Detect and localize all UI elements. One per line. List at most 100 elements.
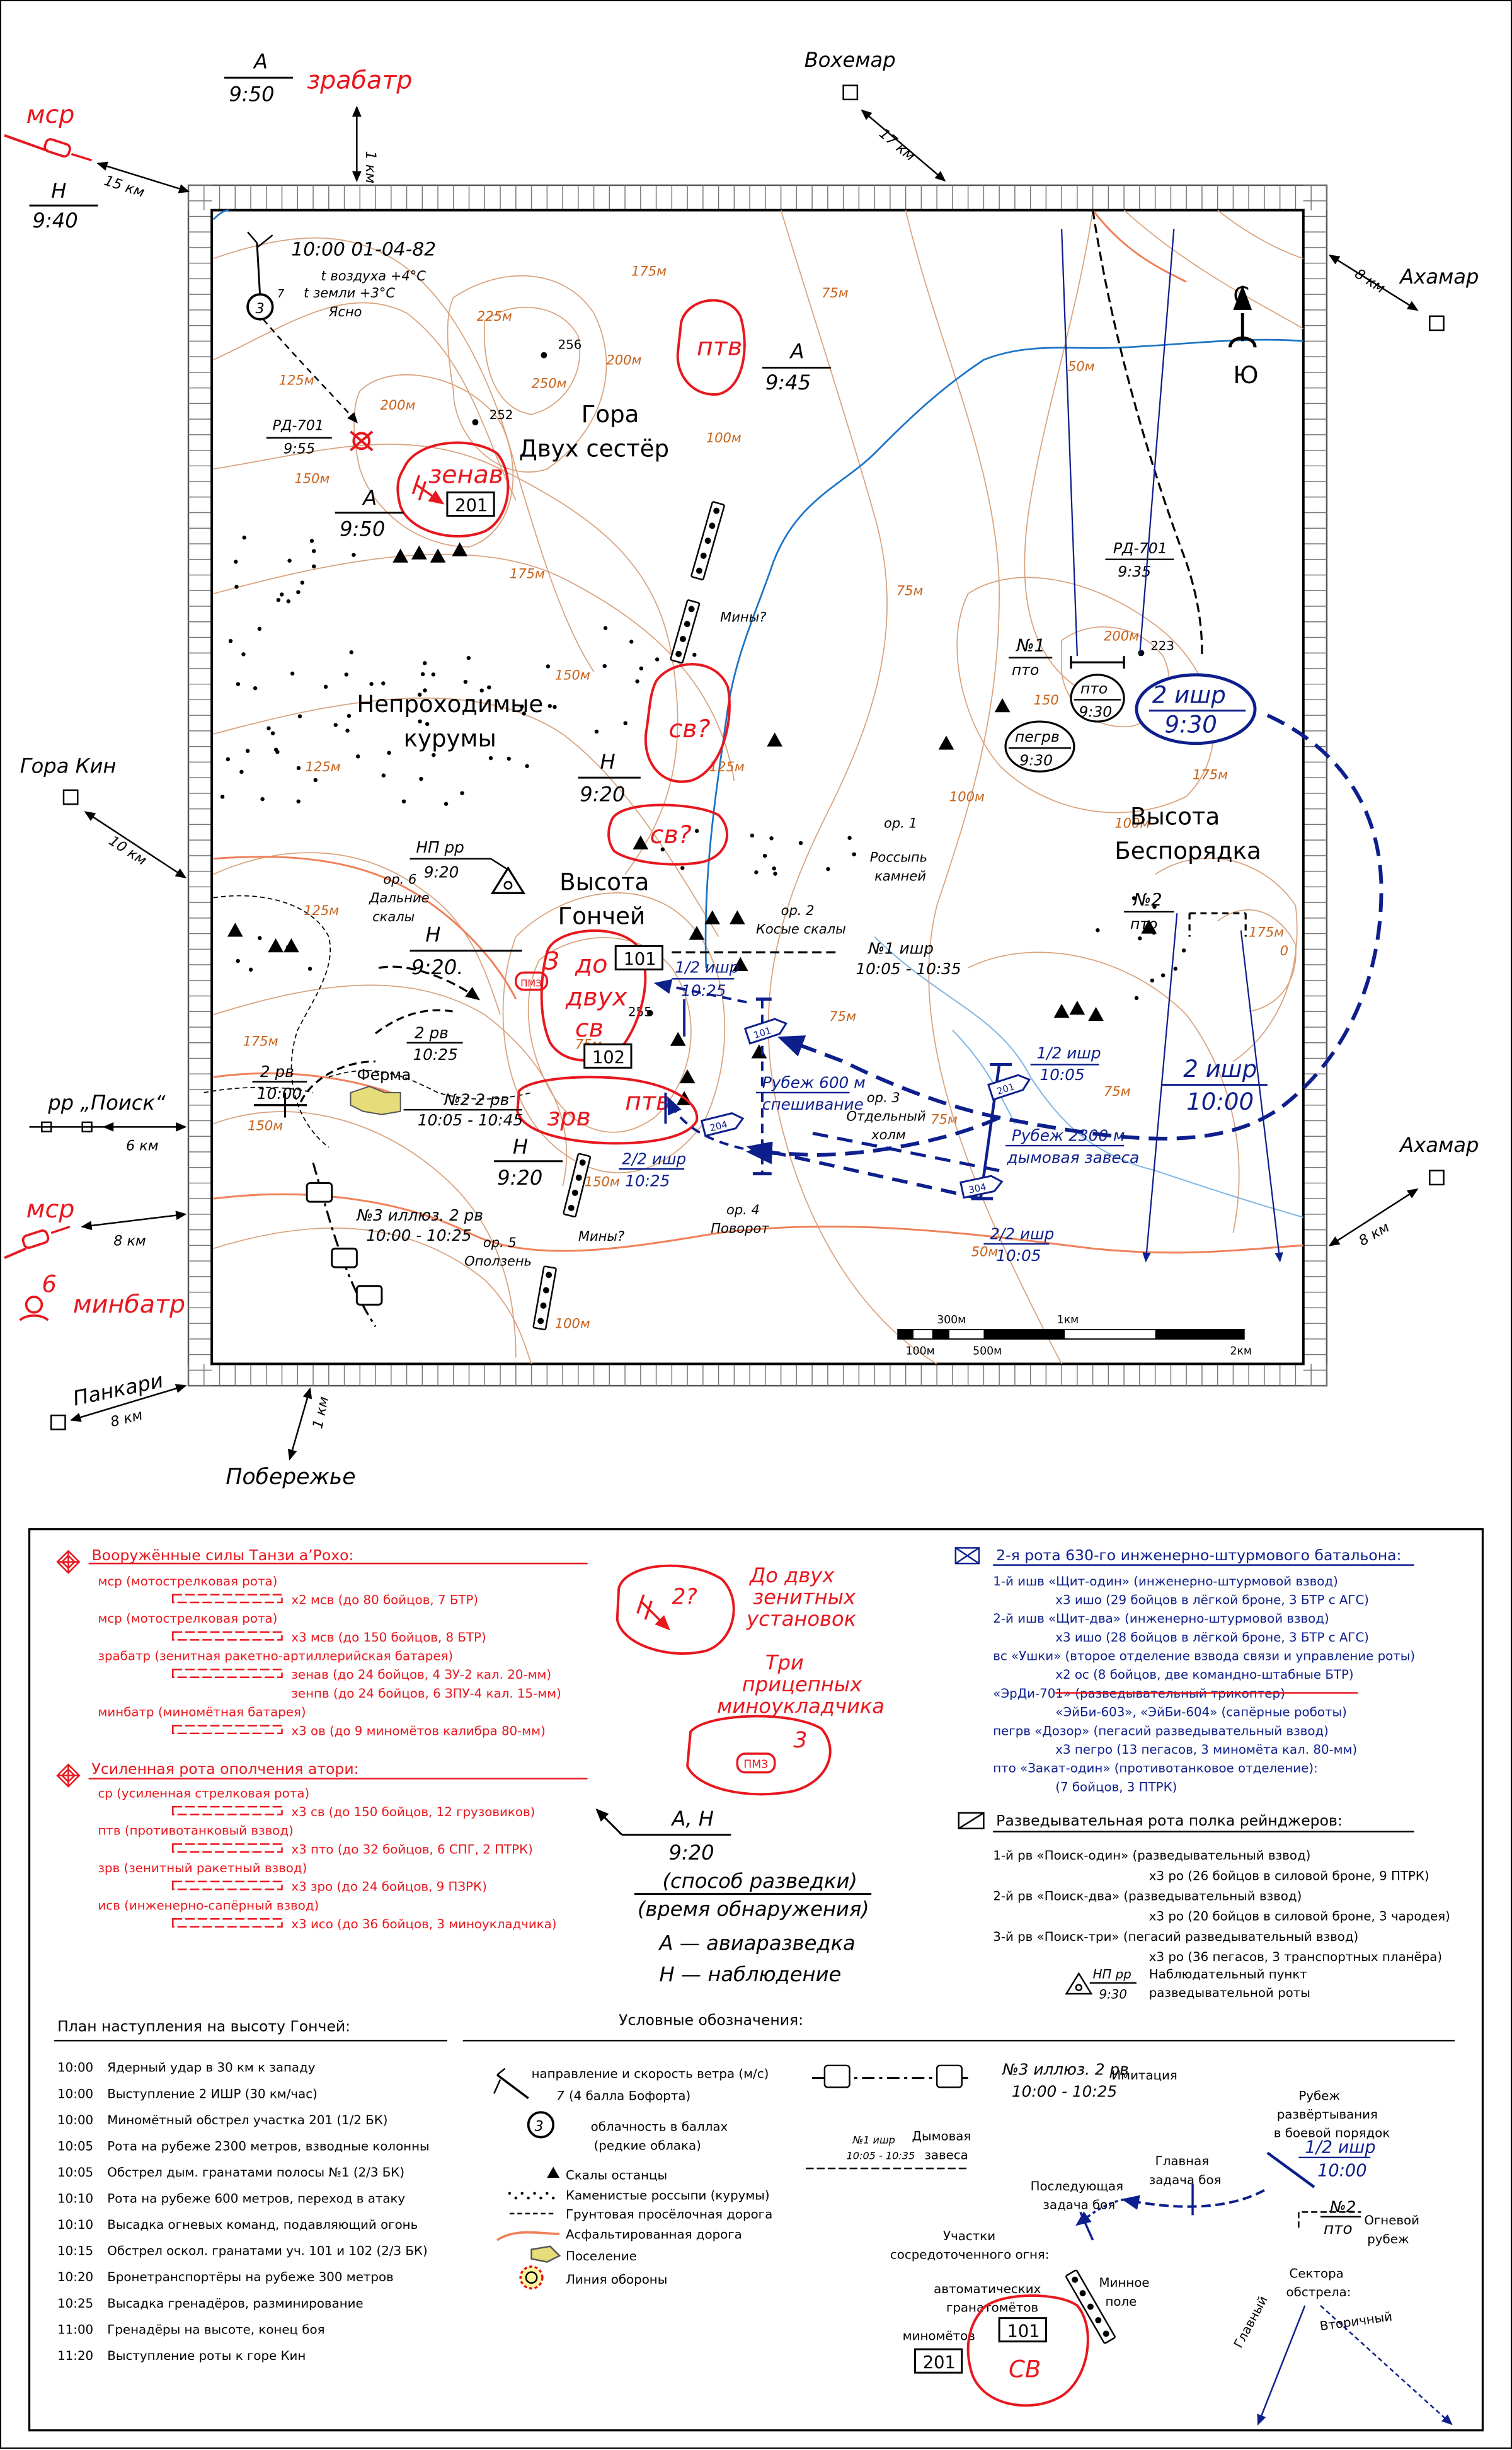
svg-text:мср (мотострелковая рота): мср (мотострелковая рота)	[98, 1574, 277, 1589]
svg-text:х3 пегро (13 пегасов, 3 миномё: х3 пегро (13 пегасов, 3 миномёта кал. 80…	[1055, 1742, 1357, 1757]
svg-text:облачность в баллах: облачность в баллах	[591, 2120, 728, 2134]
svg-text:зенитных: зенитных	[753, 1585, 856, 1609]
svg-text:х2 ос (8 бойцов, две командно-: х2 ос (8 бойцов, две командно-штабные БТ…	[1055, 1667, 1353, 1682]
svg-text:исв (инженерно-сапёрный взвод): исв (инженерно-сапёрный взвод)	[98, 1898, 319, 1912]
friendly-lines	[253, 210, 1247, 1327]
svg-text:мср: мср	[26, 100, 75, 129]
map-frame	[187, 184, 1328, 1387]
svg-text:10:10: 10:10	[57, 2192, 93, 2206]
svg-text:300м: 300м	[937, 1314, 966, 1326]
svg-text:50м: 50м	[971, 1244, 999, 1260]
svg-text:150м: 150м	[248, 1117, 283, 1133]
label-kurumy: курумы	[404, 725, 496, 752]
svg-text:175м: 175м	[243, 1033, 278, 1049]
svg-text:125м: 125м	[304, 902, 339, 918]
outside-references: мср Н 9:40 15 км А 9:50 зрабатр 1 км Вох…	[4, 48, 1479, 1490]
svg-text:х3 мсв (до 150 бойцов, 8 БТР): х3 мсв (до 150 бойцов, 8 БТР)	[291, 1630, 486, 1645]
svg-text:х3 исо (до 36 бойцов, 3 миноук: х3 исо (до 36 бойцов, 3 миноукладчика)	[291, 1917, 556, 1931]
svg-text:Рота на рубеже 2300 метров, вз: Рота на рубеже 2300 метров, взводные кол…	[107, 2139, 429, 2153]
svg-text:установок: установок	[746, 1607, 857, 1631]
dirt-roads	[203, 895, 532, 1148]
svg-text:рр „Поиск“: рр „Поиск“	[47, 1091, 166, 1115]
svg-text:№2: №2	[1329, 2197, 1356, 2216]
svg-text:10:05 - 10:35: 10:05 - 10:35	[856, 960, 961, 978]
svg-text:Ю: Ю	[1233, 362, 1258, 389]
svg-text:10:25: 10:25	[57, 2296, 93, 2311]
svg-text:Ахамар: Ахамар	[1399, 265, 1479, 289]
height-252: 252	[490, 408, 513, 422]
svg-text:Высадка гренадёров, разминиров: Высадка гренадёров, разминирование	[107, 2296, 363, 2311]
svg-text:175м: 175м	[1193, 767, 1228, 783]
svg-text:№3 иллюз. 2 рв: №3 иллюз. 2 рв	[1001, 2061, 1129, 2079]
svg-text:План наступления на высоту Гон: План наступления на высоту Гончей:	[57, 2017, 350, 2035]
svg-text:101: 101	[1007, 2321, 1040, 2341]
area-boxes: 201 101 102	[446, 491, 663, 1069]
svg-text:200м: 200м	[1104, 628, 1139, 643]
svg-text:2-й ишв «Щит-два» (инженерно-ш: 2-й ишв «Щит-два» (инженерно-штурмовой в…	[993, 1611, 1329, 1626]
svg-text:№1 ишр: №1 ишр	[867, 940, 934, 958]
settlement-icon	[350, 1085, 401, 1115]
svg-text:А, Н: А, Н	[670, 1807, 714, 1831]
svg-text:1/2 ишр: 1/2 ишр	[1305, 2137, 1375, 2157]
attack-plan: План наступления на высоту Гончей: 10:00…	[54, 2017, 447, 2363]
zenav-label: зенав	[428, 461, 503, 490]
svg-text:Рубеж: Рубеж	[1298, 2088, 1340, 2103]
svg-text:9:20: 9:20	[580, 782, 625, 806]
axamar-top-ref: Ахамар 8 км	[1328, 254, 1479, 331]
svg-text:пто: пто	[1324, 2219, 1353, 2238]
svg-text:ор. 2: ор. 2	[781, 902, 815, 918]
svg-text:Выступление роты к горе Кин: Выступление роты к горе Кин	[107, 2349, 306, 2363]
svg-text:Разведывательная рота полка ре: Разведывательная рота полка рейнджеров:	[996, 1812, 1343, 1829]
svg-text:поле: поле	[1105, 2294, 1137, 2309]
svg-text:Главная: Главная	[1155, 2154, 1209, 2168]
svg-text:ср (усиленная стрелковая рота): ср (усиленная стрелковая рота)	[98, 1786, 309, 1800]
poberezhye-ref: Побережье 1 км	[226, 1387, 356, 1490]
svg-text:Минное: Минное	[1099, 2275, 1150, 2290]
zenav-icon	[411, 474, 445, 505]
svg-text:10:10: 10:10	[57, 2217, 93, 2232]
svg-text:8 км: 8 км	[109, 1406, 144, 1430]
svg-text:100м: 100м	[906, 1345, 935, 1358]
svg-text:задача боя: задача боя	[1149, 2173, 1222, 2187]
svg-text:Высадка огневых команд, подавл: Высадка огневых команд, подавляющий огон…	[107, 2217, 418, 2232]
svg-text:направление и скорость ветра (: направление и скорость ветра (м/с)	[532, 2067, 769, 2081]
svg-text:Н: Н	[51, 179, 66, 203]
legend-middle: 2? До двух зенитных установок Три прицеп…	[595, 1563, 885, 1986]
svg-text:Рота на рубеже 600 метров, пер: Рота на рубеже 600 метров, переход в ата…	[107, 2192, 405, 2206]
svg-text:Бронетранспортёры на рубеже 30: Бронетранспортёры на рубеже 300 метров	[107, 2270, 393, 2284]
svg-text:пегрв «Дозор» (пегасий разведы: пегрв «Дозор» (пегасий разведывательный …	[993, 1723, 1329, 1738]
svg-text:обстрела:: обстрела:	[1286, 2285, 1351, 2299]
svg-text:НП рр: НП рр	[416, 838, 464, 856]
svg-text:Скалы останцы: Скалы останцы	[566, 2168, 667, 2182]
svg-text:75м: 75м	[1104, 1083, 1131, 1099]
blue-labels: 2 ишр 9:30 2 ишр 10:00 1/2 ишр 10:25 1/2…	[619, 673, 1268, 1265]
svg-text:1/2 ишр: 1/2 ишр	[1037, 1044, 1101, 1062]
sv-label: св	[575, 1014, 604, 1043]
ptv2-label: птв	[625, 1087, 670, 1116]
observation-post-icon	[490, 858, 526, 894]
svg-text:Условные обозначения:: Условные обозначения:	[619, 2011, 803, 2028]
svg-text:Н — наблюдение: Н — наблюдение	[660, 1962, 842, 1986]
svg-text:СВ: СВ	[1009, 2356, 1041, 2383]
svg-text:х3 ро (36 пегасов, 3 транспорт: х3 ро (36 пегасов, 3 транспортных планёр…	[1149, 1950, 1442, 1964]
svg-text:РД-701: РД-701	[273, 417, 324, 434]
svg-text:201: 201	[923, 2353, 956, 2372]
svg-text:9:20: 9:20	[424, 863, 459, 881]
svg-text:10:05 - 10:35: 10:05 - 10:35	[847, 2149, 915, 2161]
svg-text:Поселение: Поселение	[566, 2249, 637, 2263]
svg-text:175м: 175м	[631, 263, 667, 279]
svg-text:10:00: 10:00	[57, 2061, 93, 2075]
svg-text:10:00: 10:00	[1186, 1088, 1254, 1115]
ptv-label: птв	[697, 333, 742, 362]
svg-text:птв (противотанковый взвод): птв (противотанковый взвод)	[98, 1824, 293, 1838]
svg-text:3: 3	[255, 301, 264, 317]
svg-text:Выступление 2 ИШР (30 км/час): Выступление 2 ИШР (30 км/час)	[107, 2086, 318, 2101]
wind-icon: 3 7	[246, 231, 358, 423]
svg-text:2/2 ишр: 2/2 ишр	[622, 1150, 686, 1168]
svg-text:х3 св (до 150 бойцов, 12 грузо: х3 св (до 150 бойцов, 12 грузовиков)	[291, 1805, 535, 1819]
svg-text:зенав (до 24 бойцов, 4 ЗУ-2 ка: зенав (до 24 бойцов, 4 ЗУ-2 кал. 20-мм)	[291, 1667, 551, 1682]
blue-attack	[653, 229, 1383, 1263]
svg-text:9:30: 9:30	[1165, 711, 1217, 738]
svg-text:10 км: 10 км	[106, 832, 149, 869]
